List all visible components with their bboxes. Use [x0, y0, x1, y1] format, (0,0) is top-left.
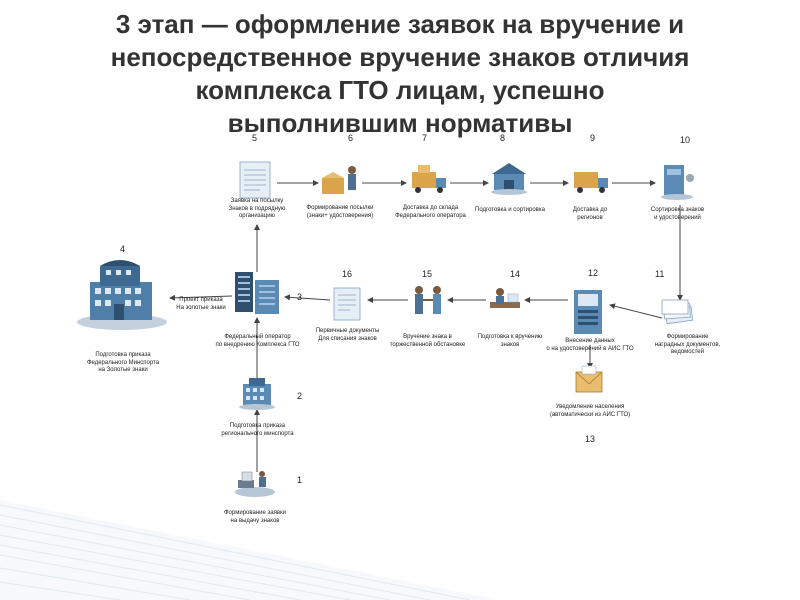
sorting-station-icon [661, 165, 694, 200]
step-number-15: 15 [422, 269, 433, 279]
step-label-11: Формирование наградных документов, ведом… [654, 334, 721, 355]
title-line-4: выполнившим нормативы [227, 108, 573, 138]
step-number-12: 12 [588, 268, 599, 278]
person-packing-icon [322, 166, 356, 194]
decorative-stripes [0, 500, 500, 600]
step-number-11: 11 [655, 269, 665, 279]
federal-ministry-building-icon [77, 260, 167, 330]
step-label-1: Формирование заявки на выдачу знаков [223, 510, 286, 524]
step-label-4: Подготовка приказа Федерального Минспорт… [86, 352, 160, 373]
notification-envelope-icon [575, 365, 603, 393]
step-label-5: Заявка на посылку Знаков в подрядную орг… [228, 198, 286, 219]
step-number-7: 7 [422, 133, 428, 143]
step-number-14: 14 [510, 269, 521, 279]
award-documents-icon [661, 299, 694, 325]
step-number-3: 3 [297, 292, 303, 302]
step-number-10: 10 [680, 135, 691, 145]
step-number-13: 13 [585, 434, 596, 444]
step-label-13: Уведомление населения (автоматически из … [549, 404, 631, 418]
step-number-4: 4 [120, 244, 126, 254]
edge-label-draft-order: Проект приказа На золотые знаки [176, 297, 226, 311]
step-label-15: Вручение знака в торжественной обстановк… [389, 334, 466, 348]
connectors [169, 180, 683, 472]
step-number-2: 2 [297, 391, 303, 401]
step-number-16: 16 [342, 269, 353, 279]
step-number-5: 5 [252, 133, 258, 143]
step-number-8: 8 [500, 133, 506, 143]
ais-server-icon [574, 290, 602, 334]
slide-title: 3 этап — оформление заявок на вручение и… [0, 8, 800, 140]
preparation-desk-icon [490, 288, 520, 308]
handshake-icon [415, 286, 441, 314]
step-label-6: Формирование посылки (знаки+ удостоверен… [306, 205, 374, 219]
step-label-16: Первичные документы Для списания знаков [315, 328, 380, 342]
step-label-9: Доставка до регионов [572, 207, 608, 221]
step-label-10: Сортировка знаков и удостоверений [650, 207, 705, 221]
step-label-3: Федеральный оператор по внедрению Компле… [215, 334, 300, 348]
step-label-2: Подготовка приказа регионального минспор… [221, 423, 294, 437]
warehouse-icon [491, 163, 527, 195]
writeoff-document-icon [333, 287, 361, 321]
step-label-14: Подготовка к вручению знаков [477, 334, 543, 348]
person-laptop-icon [235, 471, 275, 497]
title-line-2: непосредственное вручение знаков отличия [110, 42, 690, 72]
step-number-9: 9 [590, 133, 596, 143]
federal-operator-servers-icon [235, 272, 279, 314]
step-number-1: 1 [297, 475, 303, 485]
title-line-3: комплекса ГТО лицам, успешно [195, 75, 605, 105]
application-document-icon [239, 161, 271, 199]
regional-building-icon [239, 378, 275, 410]
step-label-12: Внесение данных о на удостоверений в АИС… [546, 338, 634, 352]
step-label-7: Доставка до склада Федерального оператор… [395, 205, 466, 219]
step-number-6: 6 [348, 133, 354, 143]
region-truck-icon [574, 172, 608, 193]
step-label-8: Подготовка и сортировка [475, 207, 545, 213]
delivery-truck-icon [412, 165, 446, 193]
title-line-1: 3 этап — оформление заявок на вручение и [115, 9, 685, 39]
